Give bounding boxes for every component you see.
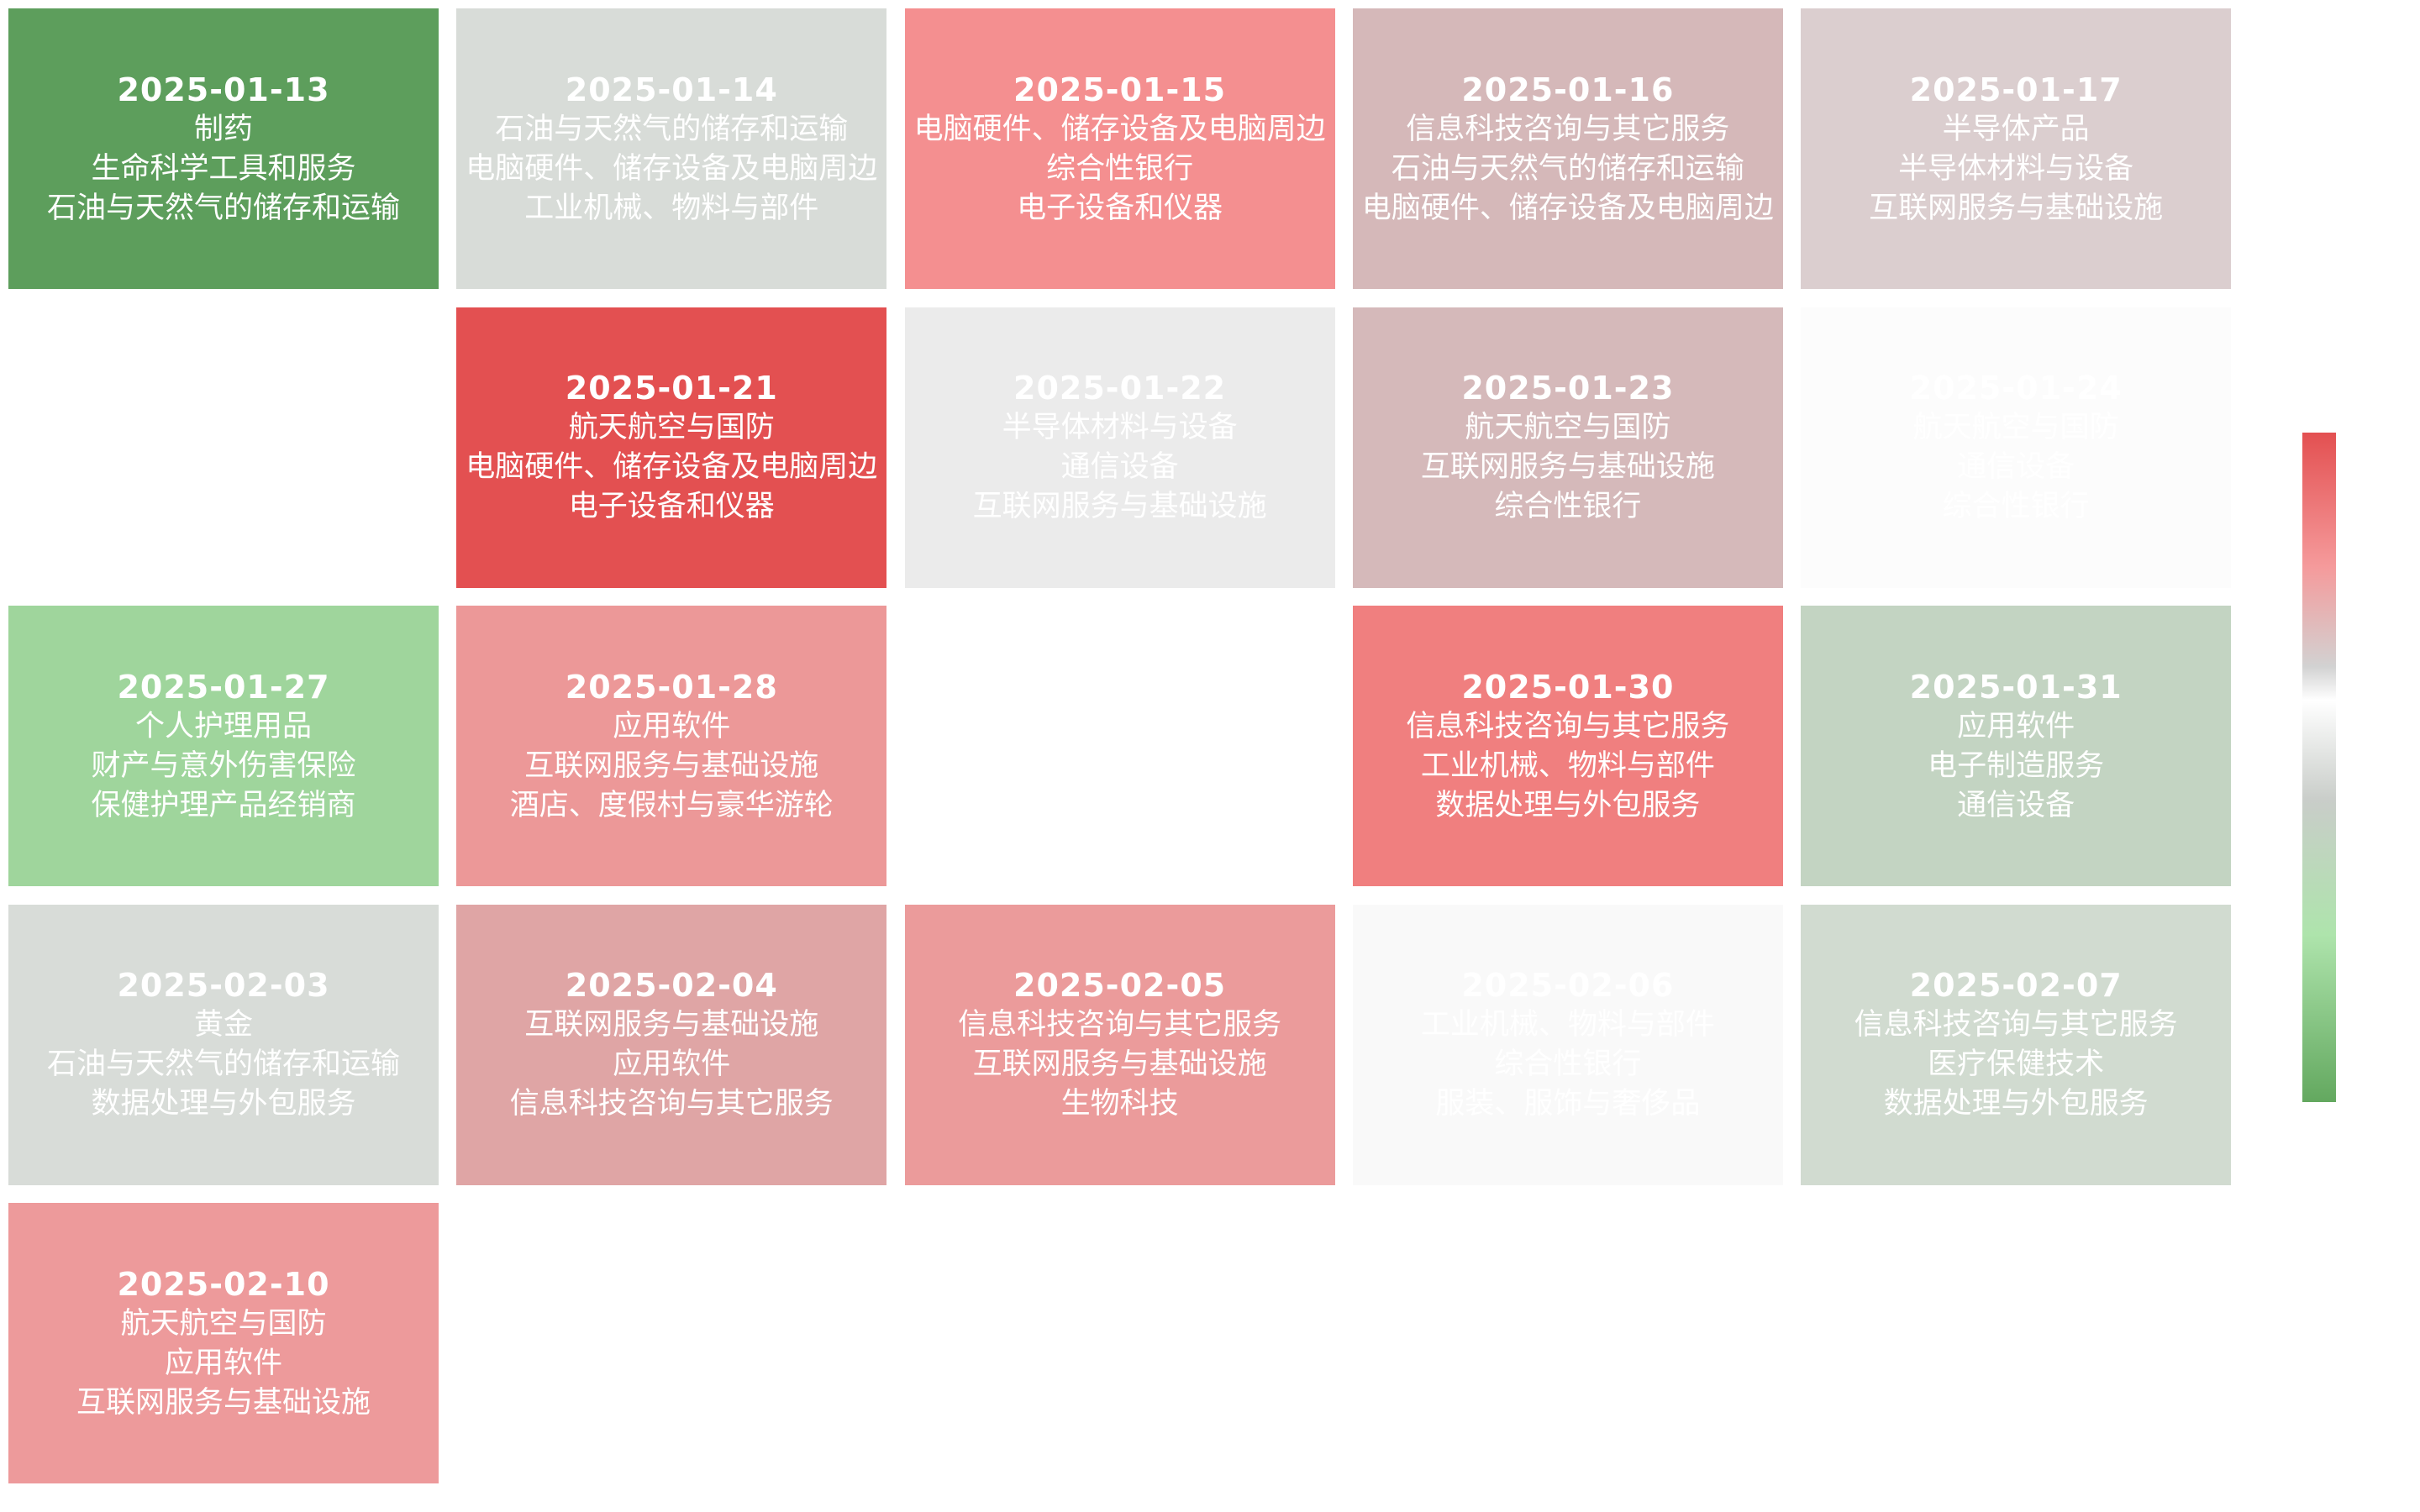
cell-industry-label: 数据处理与外包服务: [1435, 788, 1701, 822]
heatmap-cell: 2025-02-06 工业机械、物料与部件综合性银行服装、服饰与奢侈品: [1352, 904, 1783, 1185]
heatmap-cell: 2025-01-14 石油与天然气的储存和运输电脑硬件、储存设备及电脑周边工业机械…: [456, 8, 887, 289]
cell-industry-label: 航天航空与国防: [568, 411, 775, 444]
cell-industry-label: 应用软件: [613, 709, 731, 743]
cell-industry-label: 工业机械、物料与部件: [524, 191, 819, 225]
cell-industry-label: 应用软件: [613, 1047, 731, 1081]
cell-industry-label: 信息科技咨询与其它服务: [509, 1087, 834, 1121]
cell-date-label: 2025-01-24: [1909, 370, 2123, 407]
cell-industry-label: 石油与天然气的储存和运输: [495, 112, 849, 146]
heatmap-cell: 2025-02-05 信息科技咨询与其它服务互联网服务与基础设施生物科技: [904, 904, 1335, 1185]
cell-industry-label: 互联网服务与基础设施: [76, 1385, 371, 1420]
cell-industry-label: 半导体产品: [1942, 112, 2090, 146]
cell-industry-label: 半导体材料与设备: [1002, 411, 1238, 444]
cell-date-label: 2025-02-10: [117, 1265, 330, 1303]
cell-industry-label: 应用软件: [1957, 709, 2075, 743]
cell-industry-label: 数据处理与外包服务: [1883, 1087, 2149, 1121]
cell-industry-label: 航天航空与国防: [120, 1306, 327, 1341]
cell-industry-label: 互联网服务与基础设施: [1869, 191, 2164, 225]
cell-industry-label: 综合性银行: [1494, 490, 1642, 523]
cell-date-label: 2025-01-28: [565, 668, 778, 706]
cell-industry-label: 综合性银行: [1494, 1047, 1642, 1081]
cell-industry-label: 生物科技: [1060, 1087, 1179, 1121]
cell-industry-label: 通信设备: [1060, 450, 1179, 484]
cell-date-label: 2025-01-13: [117, 71, 330, 108]
cell-date-label: 2025-01-14: [565, 71, 778, 108]
cell-industry-label: 综合性银行: [1046, 151, 1194, 186]
cell-industry-label: 航天航空与国防: [1465, 411, 1671, 444]
cell-date-label: 2025-01-22: [1013, 370, 1227, 407]
cell-industry-label: 互联网服务与基础设施: [972, 1047, 1267, 1081]
cell-industry-label: 应用软件: [164, 1346, 282, 1380]
cell-industry-label: 服装、服饰与奢侈品: [1435, 1087, 1701, 1121]
cell-industry-label: 石油与天然气的储存和运输: [1391, 151, 1744, 186]
heatmap-cell: 2025-02-07 信息科技咨询与其它服务医疗保健技术数据处理与外包服务: [1801, 904, 2232, 1185]
colorbar: [2302, 433, 2336, 1102]
cell-industry-label: 信息科技咨询与其它服务: [1854, 1008, 2178, 1042]
heatmap-cell: 2025-01-15 电脑硬件、储存设备及电脑周边综合性银行电子设备和仪器: [904, 8, 1335, 289]
heatmap-cell: 2025-02-03 黄金石油与天然气的储存和运输数据处理与外包服务: [8, 904, 439, 1185]
cell-industry-label: 医疗保健技术: [1928, 1047, 2105, 1081]
cell-date-label: 2025-01-31: [1909, 668, 2123, 706]
cell-industry-label: 电脑硬件、储存设备及电脑周边: [913, 112, 1326, 146]
cell-industry-label: 信息科技咨询与其它服务: [1406, 709, 1730, 743]
cell-industry-label: 生命科学工具和服务: [91, 151, 356, 186]
heatmap-cell: 2025-01-13 制药生命科学工具和服务石油与天然气的储存和运输: [8, 8, 439, 289]
cell-date-label: 2025-01-30: [1461, 668, 1675, 706]
heatmap-cell: 2025-01-16 信息科技咨询与其它服务石油与天然气的储存和运输电脑硬件、储存…: [1352, 8, 1783, 289]
cell-industry-label: 电子设备和仪器: [568, 490, 775, 523]
cell-date-label: 2025-01-16: [1461, 71, 1675, 108]
cell-industry-label: 制药: [193, 112, 253, 146]
cell-industry-label: 电脑硬件、储存设备及电脑周边: [466, 450, 878, 484]
cell-date-label: 2025-01-21: [565, 370, 778, 407]
cell-date-label: 2025-01-17: [1909, 71, 2123, 108]
cell-industry-label: 信息科技咨询与其它服务: [958, 1008, 1282, 1042]
cell-industry-label: 电脑硬件、储存设备及电脑周边: [466, 151, 878, 186]
cell-date-label: 2025-01-23: [1461, 370, 1675, 407]
cell-industry-label: 电脑硬件、储存设备及电脑周边: [1361, 191, 1774, 225]
cell-date-label: 2025-02-05: [1013, 967, 1227, 1004]
heatmap-cell: 2025-01-21 航天航空与国防电脑硬件、储存设备及电脑周边电子设备和仪器: [456, 307, 887, 588]
cell-date-label: 2025-02-03: [117, 967, 330, 1004]
cell-date-label: 2025-02-06: [1461, 967, 1675, 1004]
cell-industry-label: 数据处理与外包服务: [91, 1087, 356, 1121]
cell-industry-label: 石油与天然气的储存和运输: [46, 191, 400, 225]
cell-industry-label: 互联网服务与基础设施: [1420, 450, 1715, 484]
cell-industry-label: 财产与意外伤害保险: [91, 748, 356, 783]
cell-date-label: 2025-02-04: [565, 967, 778, 1004]
cell-date-label: 2025-01-27: [117, 668, 330, 706]
heatmap-cell: 2025-01-22 半导体材料与设备通信设备互联网服务与基础设施: [904, 307, 1335, 588]
cell-industry-label: 电子设备和仪器: [1017, 191, 1223, 225]
cell-industry-label: 互联网服务与基础设施: [524, 1008, 819, 1042]
cell-industry-label: 黄金: [193, 1008, 253, 1042]
cell-industry-label: 综合性银行: [1942, 490, 2090, 523]
cell-industry-label: 工业机械、物料与部件: [1420, 1008, 1715, 1042]
cell-industry-label: 互联网服务与基础设施: [524, 748, 819, 783]
heatmap-cell: 2025-01-23 航天航空与国防互联网服务与基础设施综合性银行: [1352, 307, 1783, 588]
cell-industry-label: 石油与天然气的储存和运输: [46, 1047, 400, 1081]
heatmap-cell: 2025-01-24 航天航空与国防通信设备综合性银行: [1801, 307, 2232, 588]
cell-industry-label: 信息科技咨询与其它服务: [1406, 112, 1730, 146]
cell-industry-label: 保健护理产品经销商: [91, 788, 356, 822]
heatmap-cell: 2025-01-17 半导体产品半导体材料与设备互联网服务与基础设施: [1801, 8, 2232, 289]
cell-industry-label: 工业机械、物料与部件: [1420, 748, 1715, 783]
cell-date-label: 2025-02-07: [1909, 967, 2123, 1004]
cell-industry-label: 通信设备: [1957, 788, 2075, 822]
cell-industry-label: 航天航空与国防: [1912, 411, 2119, 444]
cell-industry-label: 酒店、度假村与豪华游轮: [509, 788, 834, 822]
cell-industry-label: 电子制造服务: [1928, 748, 2105, 783]
cell-industry-label: 互联网服务与基础设施: [972, 490, 1267, 523]
cell-date-label: 2025-01-15: [1013, 71, 1227, 108]
cell-industry-label: 通信设备: [1957, 450, 2075, 484]
cell-industry-label: 半导体材料与设备: [1898, 151, 2134, 186]
heatmap-cell: 2025-02-04 互联网服务与基础设施应用软件信息科技咨询与其它服务: [456, 904, 887, 1185]
cell-industry-label: 个人护理用品: [134, 709, 312, 743]
